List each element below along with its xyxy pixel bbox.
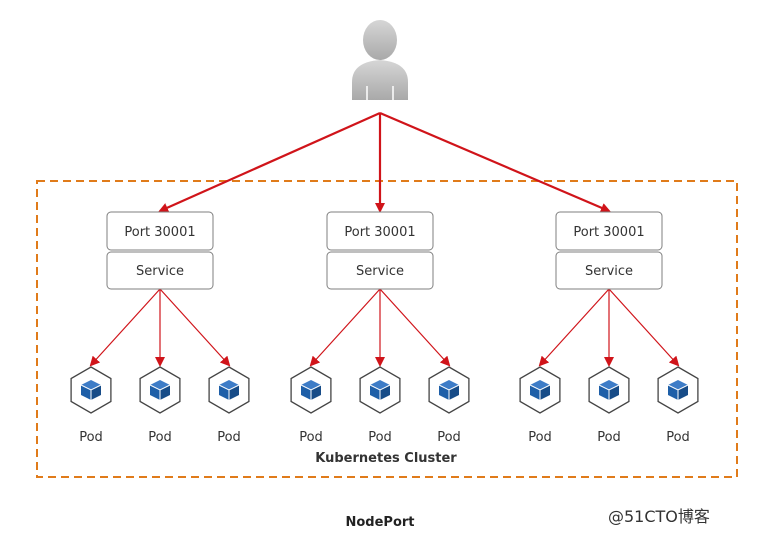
user-to-port-arrow [379,111,611,213]
pod-label: Pod [148,430,172,445]
service-box [106,251,214,290]
kubernetes-pod-icon [139,366,181,414]
watermark: @51CTO博客 [608,507,710,526]
service-to-pod-arrow [379,288,451,367]
port-label: Port 30001 [573,225,644,240]
port-box [326,211,434,251]
kubernetes-pod-icon [428,366,470,414]
service-label: Service [585,264,633,279]
service-to-pod-arrow [309,288,381,367]
kubernetes-pod-icon [588,366,630,414]
service-box [555,251,663,290]
pod-label: Pod [666,430,690,445]
kubernetes-pod-icon [359,366,401,414]
port-label: Port 30001 [344,225,415,240]
port-box [106,211,214,251]
service-label: Service [356,264,404,279]
pod-label: Pod [299,430,323,445]
pod-label: Pod [597,430,621,445]
port-box [555,211,663,251]
diagram-caption: NodePort [345,515,414,530]
service-to-pod-arrow [159,288,231,367]
kubernetes-pod-icon [657,366,699,414]
pod-label: Pod [437,430,461,445]
user-to-port-arrow [158,111,381,213]
pod-label: Pod [217,430,241,445]
user-icon [352,20,408,100]
cluster-boundary [36,180,738,478]
service-to-pod-arrow [538,288,610,367]
cluster-label: Kubernetes Cluster [315,451,457,466]
pod-label: Pod [368,430,392,445]
kubernetes-pod-icon [519,366,561,414]
port-label: Port 30001 [124,225,195,240]
service-label: Service [136,264,184,279]
pod-label: Pod [528,430,552,445]
pod-label: Pod [79,430,103,445]
service-to-pod-arrow [608,288,680,367]
kubernetes-pod-icon [290,366,332,414]
kubernetes-pod-icon [70,366,112,414]
kubernetes-pod-icon [208,366,250,414]
service-box [326,251,434,290]
service-to-pod-arrow [89,288,161,367]
